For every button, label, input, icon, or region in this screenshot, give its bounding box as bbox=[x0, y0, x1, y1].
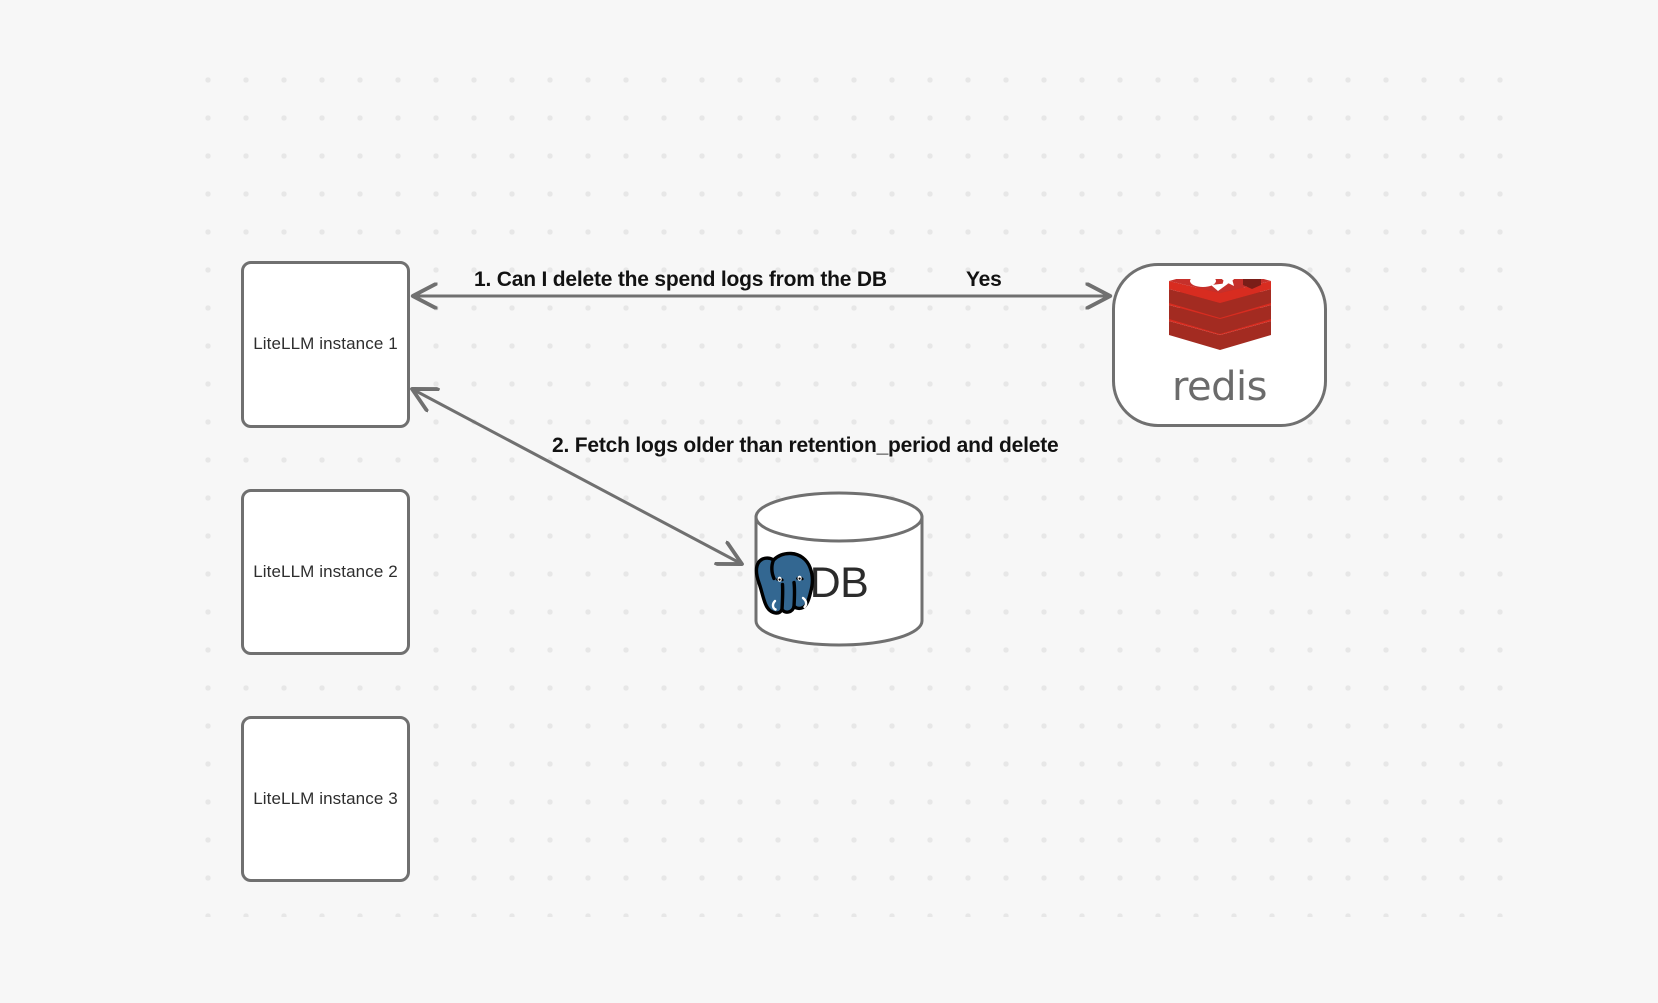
edge-label-step-1: 1. Can I delete the spend logs from the … bbox=[474, 268, 887, 291]
node-label: LiteLLM instance 2 bbox=[253, 561, 398, 581]
node-redis[interactable]: redis bbox=[1112, 263, 1327, 427]
database-label: DB bbox=[809, 558, 869, 607]
edge-label-step-2: 2. Fetch logs older than retention_perio… bbox=[552, 434, 1059, 457]
node-litellm-instance-3[interactable]: LiteLLM instance 3 bbox=[241, 716, 410, 882]
postgresql-elephant-icon bbox=[754, 551, 815, 615]
edge-label-step-1-answer: Yes bbox=[966, 268, 1002, 291]
node-label: LiteLLM instance 1 bbox=[253, 334, 398, 354]
redis-logo: redis bbox=[1165, 279, 1275, 407]
database-logo-row: DB bbox=[753, 546, 925, 620]
redis-stack-icon bbox=[1168, 279, 1271, 350]
edge-litellm1-database bbox=[414, 390, 740, 563]
database-cylinder-shape bbox=[754, 491, 924, 647]
node-label: LiteLLM instance 3 bbox=[253, 788, 398, 808]
node-litellm-instance-1[interactable]: LiteLLM instance 1 bbox=[241, 261, 410, 428]
node-database[interactable]: DB bbox=[753, 490, 925, 648]
node-litellm-instance-2[interactable]: LiteLLM instance 2 bbox=[241, 489, 410, 655]
redis-wordmark: redis bbox=[1171, 364, 1268, 410]
